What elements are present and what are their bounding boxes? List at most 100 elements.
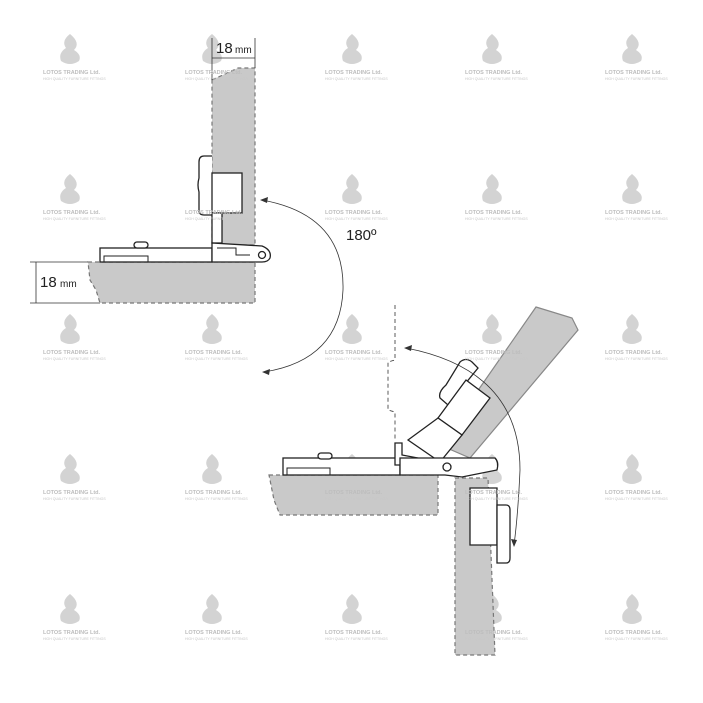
watermark-flame-icon [342,34,362,64]
watermark-brand: LOTOS TRADING Ltd. [185,630,243,636]
watermark-flame-icon [60,174,80,204]
adjust-screw [133,241,149,249]
watermark-tagline: HIGH QUALITY FURNITURE FITTINGS [605,357,668,361]
watermark-flame-icon [482,314,502,344]
watermark-brand: LOTOS TRADING Ltd. [605,490,663,496]
watermark-tagline: HIGH QUALITY FURNITURE FITTINGS [465,77,528,81]
watermark-tagline: HIGH QUALITY FURNITURE FITTINGS [185,357,248,361]
watermark-tagline: HIGH QUALITY FURNITURE FITTINGS [465,497,528,501]
door-panel-rotating [439,306,579,459]
adjust-screw-open [317,452,333,460]
watermark-tagline: HIGH QUALITY FURNITURE FITTINGS [465,217,528,221]
base-plate [99,247,213,263]
watermark-logo: LOTOS TRADING Ltd.HIGH QUALITY FURNITURE… [43,490,106,501]
watermark-logo: LOTOS TRADING Ltd.HIGH QUALITY FURNITURE… [325,630,388,641]
watermark-logo: LOTOS TRADING Ltd.HIGH QUALITY FURNITURE… [465,210,528,221]
base-slot [103,255,149,262]
watermark-logo: LOTOS TRADING Ltd.HIGH QUALITY FURNITURE… [605,70,668,81]
door-thickness-value: 18 [216,40,233,57]
watermark-logo: LOTOS TRADING Ltd.HIGH QUALITY FURNITURE… [325,350,388,361]
watermark-brand: LOTOS TRADING Ltd. [43,70,101,76]
watermark-tagline: HIGH QUALITY FURNITURE FITTINGS [43,217,106,221]
watermark-brand: LOTOS TRADING Ltd. [605,630,663,636]
watermark-flame-icon [342,174,362,204]
watermark-flame-icon [342,594,362,624]
watermark-logo: LOTOS TRADING Ltd.HIGH QUALITY FURNITURE… [185,490,248,501]
watermark-brand: LOTOS TRADING Ltd. [325,70,383,76]
closed-hinge-view [30,38,344,375]
watermark-logo: LOTOS TRADING Ltd.HIGH QUALITY FURNITURE… [465,490,528,501]
watermark-logo: LOTOS TRADING Ltd.HIGH QUALITY FURNITURE… [325,70,388,81]
watermark-tagline: HIGH QUALITY FURNITURE FITTINGS [43,637,106,641]
watermark-flame-icon [202,594,222,624]
watermark-flame-icon [202,314,222,344]
watermark-brand: LOTOS TRADING Ltd. [325,210,383,216]
watermark-tagline: HIGH QUALITY FURNITURE FITTINGS [325,497,388,501]
watermark-flame-icon [622,174,642,204]
pivot-pin [257,250,267,260]
watermark-brand: LOTOS TRADING Ltd. [185,210,243,216]
watermark-logo: LOTOS TRADING Ltd.HIGH QUALITY FURNITURE… [185,70,248,81]
watermark-brand: LOTOS TRADING Ltd. [465,630,523,636]
watermark-flame-icon [622,34,642,64]
watermark-brand: LOTOS TRADING Ltd. [465,210,523,216]
watermark-tagline: HIGH QUALITY FURNITURE FITTINGS [43,497,106,501]
watermark-flame-icon [60,314,80,344]
watermark-tagline: HIGH QUALITY FURNITURE FITTINGS [43,357,106,361]
watermark-brand: LOTOS TRADING Ltd. [43,630,101,636]
watermark-brand: LOTOS TRADING Ltd. [465,70,523,76]
watermark-logo: LOTOS TRADING Ltd.HIGH QUALITY FURNITURE… [185,630,248,641]
mounting-plate [211,172,243,214]
opening-angle-label: 180º [346,227,377,244]
watermark-brand: LOTOS TRADING Ltd. [605,210,663,216]
watermark-brand: LOTOS TRADING Ltd. [43,350,101,356]
watermark-logo: LOTOS TRADING Ltd.HIGH QUALITY FURNITURE… [605,350,668,361]
watermark-tagline: HIGH QUALITY FURNITURE FITTINGS [605,637,668,641]
watermark-logo: LOTOS TRADING Ltd.HIGH QUALITY FURNITURE… [43,630,106,641]
watermark-tagline: HIGH QUALITY FURNITURE FITTINGS [185,637,248,641]
watermark-logo: LOTOS TRADING Ltd.HIGH QUALITY FURNITURE… [465,630,528,641]
watermark-tagline: HIGH QUALITY FURNITURE FITTINGS [185,217,248,221]
watermark-flame-icon [60,594,80,624]
watermark-brand: LOTOS TRADING Ltd. [185,350,243,356]
watermark-brand: LOTOS TRADING Ltd. [605,70,663,76]
watermark-brand: LOTOS TRADING Ltd. [465,350,523,356]
watermark-brand: LOTOS TRADING Ltd. [465,490,523,496]
watermark-brand: LOTOS TRADING Ltd. [325,350,383,356]
open-hinge-view [268,305,579,656]
watermark-flame-icon [622,594,642,624]
panel-thickness-value: 18 [40,274,57,291]
watermark-flame-icon [622,454,642,484]
watermark-logo: LOTOS TRADING Ltd.HIGH QUALITY FURNITURE… [185,350,248,361]
diagram-labels: 18 mm 18 mm 180º [40,40,377,291]
watermark-brand: LOTOS TRADING Ltd. [605,350,663,356]
watermark-tagline: HIGH QUALITY FURNITURE FITTINGS [325,357,388,361]
watermark-flame-icon [482,174,502,204]
watermark-brand: LOTOS TRADING Ltd. [185,70,243,76]
watermark-logo: LOTOS TRADING Ltd.HIGH QUALITY FURNITURE… [43,350,106,361]
watermark-logo: LOTOS TRADING Ltd.HIGH QUALITY FURNITURE… [605,210,668,221]
watermark-tagline: HIGH QUALITY FURNITURE FITTINGS [325,217,388,221]
watermark-text-grid: LOTOS TRADING Ltd.HIGH QUALITY FURNITURE… [43,70,668,641]
watermark-logo: LOTOS TRADING Ltd.HIGH QUALITY FURNITURE… [43,70,106,81]
watermark-brand: LOTOS TRADING Ltd. [43,210,101,216]
pivot-pin-open [442,462,452,472]
base-plate-open [282,457,401,476]
rotating-arm [406,417,463,463]
watermark-tagline: HIGH QUALITY FURNITURE FITTINGS [605,217,668,221]
watermark-tagline: HIGH QUALITY FURNITURE FITTINGS [465,357,528,361]
watermark-logo: LOTOS TRADING Ltd.HIGH QUALITY FURNITURE… [43,210,106,221]
watermark-flame-icon [622,314,642,344]
watermark-logo: LOTOS TRADING Ltd.HIGH QUALITY FURNITURE… [465,350,528,361]
watermark-logo: LOTOS TRADING Ltd.HIGH QUALITY FURNITURE… [325,210,388,221]
watermark-brand: LOTOS TRADING Ltd. [325,490,383,496]
watermark-flame-icon [342,314,362,344]
watermark-tagline: HIGH QUALITY FURNITURE FITTINGS [43,77,106,81]
watermark-logo: LOTOS TRADING Ltd.HIGH QUALITY FURNITURE… [605,630,668,641]
watermark-tagline: HIGH QUALITY FURNITURE FITTINGS [605,77,668,81]
watermark-brand: LOTOS TRADING Ltd. [43,490,101,496]
panel-thickness-unit: mm [60,279,77,290]
watermark-logo: LOTOS TRADING Ltd.HIGH QUALITY FURNITURE… [325,490,388,501]
